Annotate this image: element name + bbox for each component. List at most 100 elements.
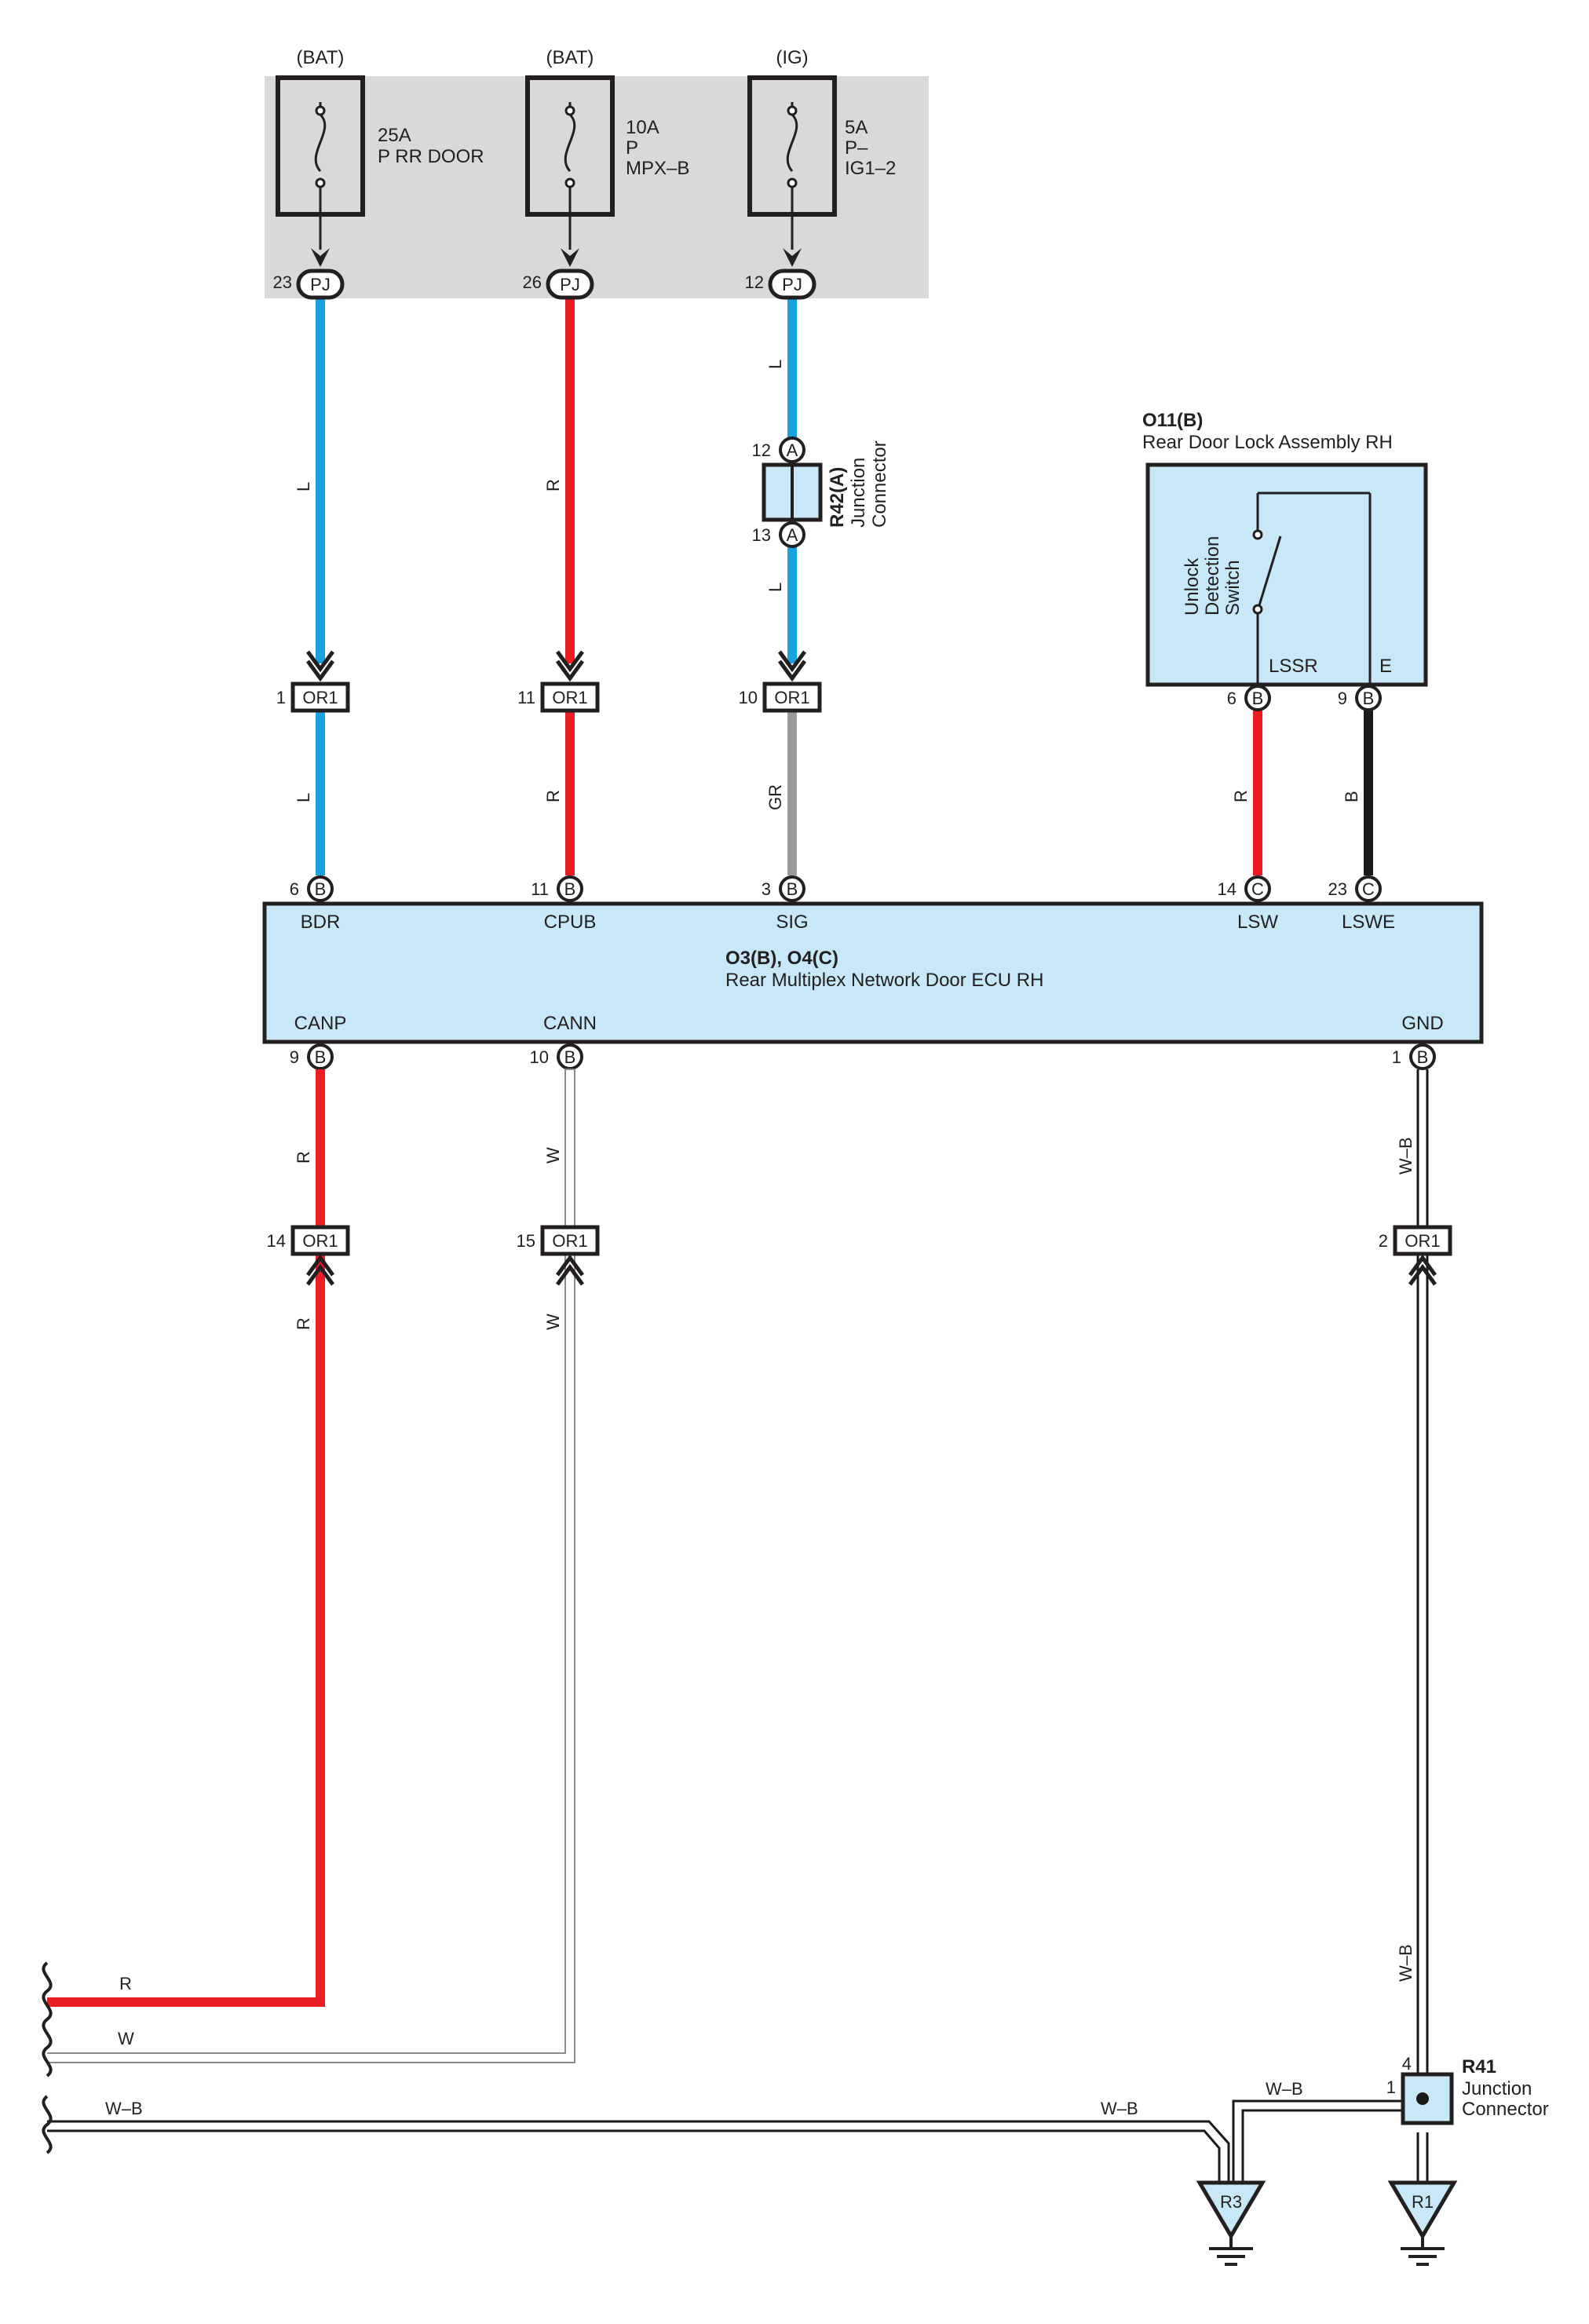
fuse-1-name: P RR DOOR: [378, 146, 484, 167]
pj-pin-2: 26 PJ: [523, 269, 594, 300]
wire-canp-lower: [316, 1255, 325, 2007]
wire-lswe: [1364, 711, 1373, 875]
wire-code-wb-left: W–B: [105, 2099, 143, 2118]
svg-text:15: 15: [517, 1231, 535, 1251]
fuse-1-rating: 25A: [378, 125, 411, 146]
wire-code-w-horizontal: W: [118, 2029, 134, 2048]
inline-connector-or1-1: 1 OR1: [276, 650, 350, 713]
wire-gnd: [1416, 1069, 1429, 2183]
svg-text:B: B: [1417, 1047, 1429, 1067]
svg-text:OR1: OR1: [552, 1231, 587, 1251]
wire-code-cpub-lower: R: [543, 790, 563, 802]
wire-code-cpub-upper: R: [543, 479, 563, 491]
svg-text:26: 26: [523, 272, 542, 292]
wire-ground-wb: [47, 2099, 1405, 2183]
ecu-title: Rear Multiplex Network Door ECU RH: [725, 970, 1043, 991]
wire-code-gnd-upper: W–B: [1396, 1137, 1415, 1175]
svg-text:SIG: SIG: [776, 912, 808, 933]
svg-text:LSWE: LSWE: [1342, 912, 1395, 933]
svg-text:B: B: [787, 879, 798, 899]
fuse-icon: [564, 113, 576, 173]
wire-sig-lower: [787, 711, 797, 875]
fuse-2-rating: 10A: [626, 117, 659, 138]
svg-text:9: 9: [290, 1047, 299, 1067]
r42-desc1: Junction: [848, 458, 869, 528]
fuse-3-rating: 5A: [845, 117, 868, 138]
fuse-2: (BAT) 10A P MPX–B: [525, 47, 689, 267]
switch-icon: [1258, 535, 1282, 606]
svg-text:OR1: OR1: [552, 688, 587, 707]
fuse-3-name1: P–: [845, 137, 868, 159]
svg-text:6: 6: [290, 879, 299, 899]
svg-text:3: 3: [762, 879, 771, 899]
inline-connector-or1-6: 2 OR1: [1379, 1225, 1452, 1286]
svg-text:C: C: [1362, 879, 1375, 899]
wire-cpub-upper: [565, 294, 575, 663]
fuse-3: (IG) 5A P– IG1–2: [747, 47, 896, 267]
wire-code-wb-right: W–B: [1101, 2099, 1138, 2118]
fuse-2-name2: MPX–B: [626, 158, 689, 179]
svg-text:14: 14: [267, 1231, 286, 1251]
ecu-terminal-gnd: GND B 1: [1392, 1013, 1444, 1070]
wire-break-symbols: [42, 1961, 53, 2154]
wire-code-bdr-upper: L: [294, 482, 313, 491]
svg-text:2: 2: [1379, 1231, 1388, 1251]
fuse-3-source: (IG): [776, 47, 808, 68]
wire-sig-middle: [787, 540, 797, 663]
pj-pin-1: 23 PJ: [273, 269, 345, 300]
wire-cpub-lower: [565, 711, 575, 875]
fuse-2-source: (BAT): [546, 47, 594, 68]
svg-text:B: B: [564, 879, 576, 899]
wire-code-canp-upper: R: [294, 1151, 313, 1164]
fuse-1-source: (BAT): [297, 47, 345, 68]
ground-r3: R3: [1196, 2180, 1266, 2266]
ecu-terminal-sig: B 3 SIG: [762, 875, 809, 933]
svg-text:PJ: PJ: [560, 275, 580, 294]
inline-connector-or1-5: 15 OR1: [517, 1225, 600, 1286]
svg-text:9: 9: [1338, 689, 1347, 708]
door-lock-title: Rear Door Lock Assembly RH: [1142, 432, 1393, 453]
svg-text:B: B: [315, 1047, 327, 1067]
ecu-id: O3(B), O4(C): [725, 948, 838, 969]
door-lock-term-lssr: LSSR: [1269, 656, 1318, 677]
svg-text:4: 4: [1402, 2054, 1412, 2074]
svg-text:12: 12: [745, 272, 764, 292]
svg-text:6: 6: [1227, 689, 1236, 708]
svg-text:OR1: OR1: [302, 688, 338, 707]
svg-text:PJ: PJ: [310, 275, 331, 294]
ground-r1: R1: [1387, 2180, 1458, 2266]
r41-desc2: Connector: [1462, 2099, 1549, 2120]
wire-code-gnd-lower: W–B: [1396, 1944, 1415, 1982]
wire-code-bdr-lower: L: [294, 793, 313, 802]
ecu-terminal-lswe: C 23 LSWE: [1328, 875, 1395, 933]
wire-sig-upper: [787, 294, 797, 440]
svg-text:11: 11: [531, 879, 549, 899]
svg-text:23: 23: [273, 272, 292, 292]
svg-text:B: B: [315, 879, 327, 899]
wire-code-sig-upper: L: [765, 360, 785, 369]
wire-code-lswe: B: [1342, 791, 1361, 802]
svg-text:13: 13: [752, 525, 771, 545]
fuse-1: (BAT) 25A P RR DOOR: [276, 47, 484, 267]
svg-text:B: B: [564, 1047, 576, 1067]
r42-desc2: Connector: [869, 440, 890, 528]
inline-connector-or1-4: 14 OR1: [267, 1225, 350, 1286]
svg-text:11: 11: [517, 688, 535, 707]
svg-text:R3: R3: [1220, 2192, 1242, 2212]
wire-bdr-lower: [316, 711, 325, 875]
wire-code-canp-lower: R: [294, 1317, 313, 1330]
rear-door-lock-assembly: O11(B) Rear Door Lock Assembly RH Unlock…: [1142, 410, 1428, 711]
svg-text:B: B: [1363, 689, 1375, 708]
svg-text:10: 10: [530, 1047, 549, 1067]
svg-text:A: A: [787, 525, 798, 545]
pj-pin-3: 12 PJ: [745, 269, 816, 300]
fuse-icon: [786, 113, 798, 173]
svg-text:23: 23: [1328, 879, 1347, 899]
svg-text:10: 10: [739, 688, 758, 707]
svg-text:CANN: CANN: [543, 1013, 597, 1034]
ecu-terminal-cann: CANN B 10: [530, 1013, 597, 1070]
wire-code-r-horizontal: R: [119, 1974, 132, 1993]
svg-text:LSW: LSW: [1237, 912, 1278, 933]
svg-text:Switch: Switch: [1222, 560, 1244, 616]
